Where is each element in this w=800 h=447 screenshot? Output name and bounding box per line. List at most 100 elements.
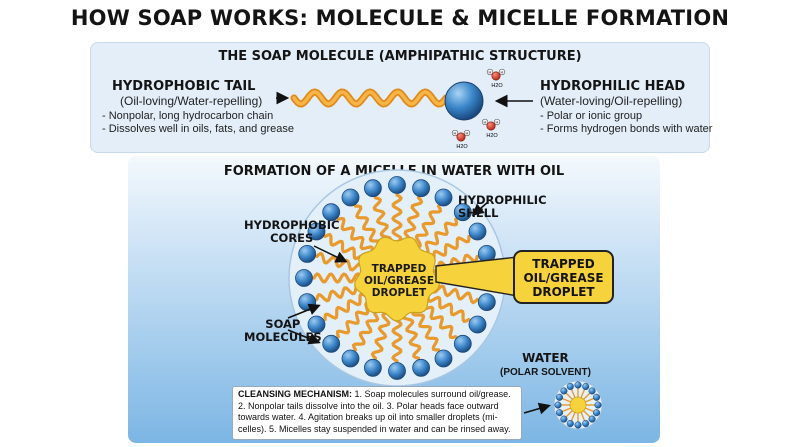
mini-head: [566, 382, 574, 391]
hydrophilic-head-sub: (Water-loving/Oil-repelling): [540, 94, 683, 108]
soap-arrow-2: [287, 329, 321, 345]
soap-arrow-1: [287, 303, 321, 319]
hydrophilic-shell-label: HYDROPHILIC SHELL: [458, 193, 547, 220]
hydrogen-atom: [493, 118, 501, 126]
micelle-tail: [426, 234, 471, 264]
micelle-tail: [312, 272, 363, 284]
micelle-tail: [391, 193, 403, 244]
mini-head: [588, 415, 596, 423]
mini-head: [555, 393, 564, 401]
micelle-head: [322, 334, 341, 353]
micelle-tail: [413, 204, 443, 249]
micelle-tail: [426, 294, 471, 324]
mini-head: [560, 387, 568, 395]
shell-arrow: [471, 201, 489, 216]
mini-head: [594, 401, 602, 409]
hydrocarbon-tail-highlight: [292, 90, 448, 106]
cleansing-mechanism-box: CLEANSING MECHANISM: 1. Soap molecules s…: [232, 386, 522, 440]
micelle-head: [388, 362, 406, 380]
oil-droplet: [354, 236, 440, 322]
micelle-head: [434, 349, 453, 368]
mechanism-text: 1. Soap molecules surround oil/grease. 2…: [238, 389, 511, 434]
micelle-head: [298, 244, 317, 263]
micelle-head: [322, 203, 341, 222]
tail-point-2: - Dissolves well in oils, fats, and grea…: [102, 123, 294, 135]
micelle-head: [453, 203, 472, 222]
h-atom-label: H: [496, 120, 499, 125]
water-label: WATER (POLAR SOLVENT): [500, 351, 591, 379]
micelle-head: [477, 293, 496, 312]
head-point-2: - Forms hydrogen bonds with water: [540, 123, 713, 135]
h-atom-label: H: [466, 131, 469, 136]
micelle-tail: [370, 311, 391, 360]
micelle-head: [363, 358, 382, 377]
hydrogen-atom: [486, 68, 494, 76]
mini-micelle-arrow: [523, 402, 551, 415]
oil-droplet-label: TRAPPED OIL/GREASE DROPLET: [363, 263, 435, 299]
hydrogen-atom: [451, 129, 459, 137]
micelle-head: [412, 179, 431, 198]
water-formula-label: H2O: [491, 83, 503, 89]
mini-head: [555, 409, 564, 417]
mini-head: [592, 409, 601, 417]
mini-head: [554, 401, 562, 409]
micelle-head: [453, 334, 472, 353]
mini-head: [574, 381, 582, 389]
micelle-tail: [430, 253, 479, 274]
mini-head: [582, 419, 590, 428]
micelle-head: [363, 179, 382, 198]
page-title: HOW SOAP WORKS: MOLECULE & MICELLE FORMA…: [70, 6, 730, 30]
mini-head: [588, 387, 596, 395]
hydrophilic-head-sphere: [444, 81, 484, 121]
micelle-tail: [315, 251, 364, 272]
micelle-tail: [353, 204, 383, 249]
micelle-tail: [372, 196, 393, 245]
water-formula-label: H2O: [486, 133, 498, 139]
head-point-1: - Polar or ionic group: [540, 110, 643, 122]
micelle-head: [341, 349, 360, 368]
micelle-tail: [411, 307, 441, 352]
mini-head: [592, 393, 601, 401]
micelle-tail: [391, 312, 403, 363]
oil-callout-box: TRAPPED OIL/GREASE DROPLET: [513, 250, 614, 304]
micelle-head: [307, 315, 326, 334]
h-atom-label: H: [454, 131, 457, 136]
molecule-panel-title: THE SOAP MOLECULE (AMPHIPATHIC STRUCTURE…: [218, 49, 582, 64]
micelle-head: [468, 315, 487, 334]
hydrogen-atom: [481, 118, 489, 126]
oxygen-atom: [491, 71, 501, 81]
micelle-tail: [336, 216, 374, 255]
oxygen-atom: [456, 132, 466, 142]
hydrogen-atom: [498, 68, 506, 76]
h-atom-label: H: [484, 120, 487, 125]
hydrophobic-tail-label: HYDROPHOBIC TAIL: [112, 79, 256, 94]
micelle-head: [307, 222, 326, 241]
soap-molecules-label: SOAP MOLECULES: [244, 317, 322, 344]
micelle-head: [412, 358, 431, 377]
hydrophobic-cores-label: HYDROPHOBIC CORES: [244, 218, 340, 245]
micelle-tail: [401, 311, 422, 360]
micelle-tail: [323, 292, 368, 322]
mini-head: [566, 419, 574, 428]
tail-point-1: - Nonpolar, long hydrocarbon chain: [102, 110, 274, 122]
micelle-tail: [403, 196, 424, 245]
micelle-head: [388, 176, 406, 194]
micelle-tail: [420, 301, 458, 340]
micelle-tail: [430, 284, 479, 305]
hydrogen-atom: [463, 129, 471, 137]
micelle-tail: [351, 307, 381, 352]
h-atom-label: H: [489, 70, 492, 75]
mini-micelle-icon: [553, 380, 603, 430]
micelle-head: [468, 222, 487, 241]
hydrophobic-tail-sub: (Oil-loving/Water-repelling): [120, 94, 263, 108]
water-formula-label: H2O: [456, 144, 468, 150]
micelle-head: [341, 188, 360, 207]
mini-head: [582, 382, 590, 391]
mini-oil: [569, 396, 587, 414]
hydrophilic-head-label: HYDROPHILIC HEAD: [540, 79, 686, 94]
micelle-tail: [420, 217, 459, 255]
micelle-head: [295, 269, 313, 287]
micelle-head: [434, 188, 453, 207]
